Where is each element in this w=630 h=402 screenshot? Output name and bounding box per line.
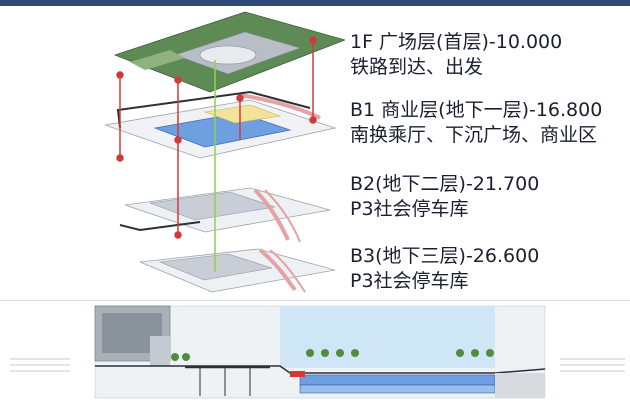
- level-name: 1F 广场层(首层)-10.000: [350, 31, 563, 53]
- level-desc: P3社会停车库: [350, 198, 469, 220]
- legend-level-1f: 1F 广场层(首层)-10.000 铁路到达、出发: [350, 30, 562, 80]
- level-desc: 铁路到达、出发: [350, 56, 484, 78]
- level-name: B3(地下三层)-26.600: [350, 245, 540, 267]
- axonometric-diagram: [104, 11, 345, 293]
- legend-level-b1: B1 商业层(地下一层)-16.800 南换乘厅、下沉广场、商业区: [350, 98, 602, 148]
- right-elevation-sketch: [560, 358, 625, 372]
- legend-level-b2: B2(地下二层)-21.700 P3社会停车库: [350, 172, 539, 222]
- left-elevation-sketch: [10, 358, 70, 372]
- level-desc: P3社会停车库: [350, 270, 469, 292]
- level-name: B2(地下二层)-21.700: [350, 173, 540, 195]
- level-b2-slab: [119, 187, 331, 243]
- level-desc: 南换乘厅、下沉广场、商业区: [350, 124, 598, 146]
- header-band: [0, 0, 630, 6]
- level-1f-slab: [113, 11, 345, 93]
- level-name: B1 商业层(地下一层)-16.800: [350, 99, 603, 121]
- cross-section-drawing: [0, 301, 630, 402]
- legend-level-b3: B3(地下三层)-26.600 P3社会停车库: [350, 244, 539, 294]
- trees: [171, 349, 494, 361]
- rail-connectors: [116, 36, 317, 239]
- level-b3-slab: [139, 248, 336, 293]
- divider: [0, 300, 630, 301]
- level-b1-slab: [104, 90, 337, 159]
